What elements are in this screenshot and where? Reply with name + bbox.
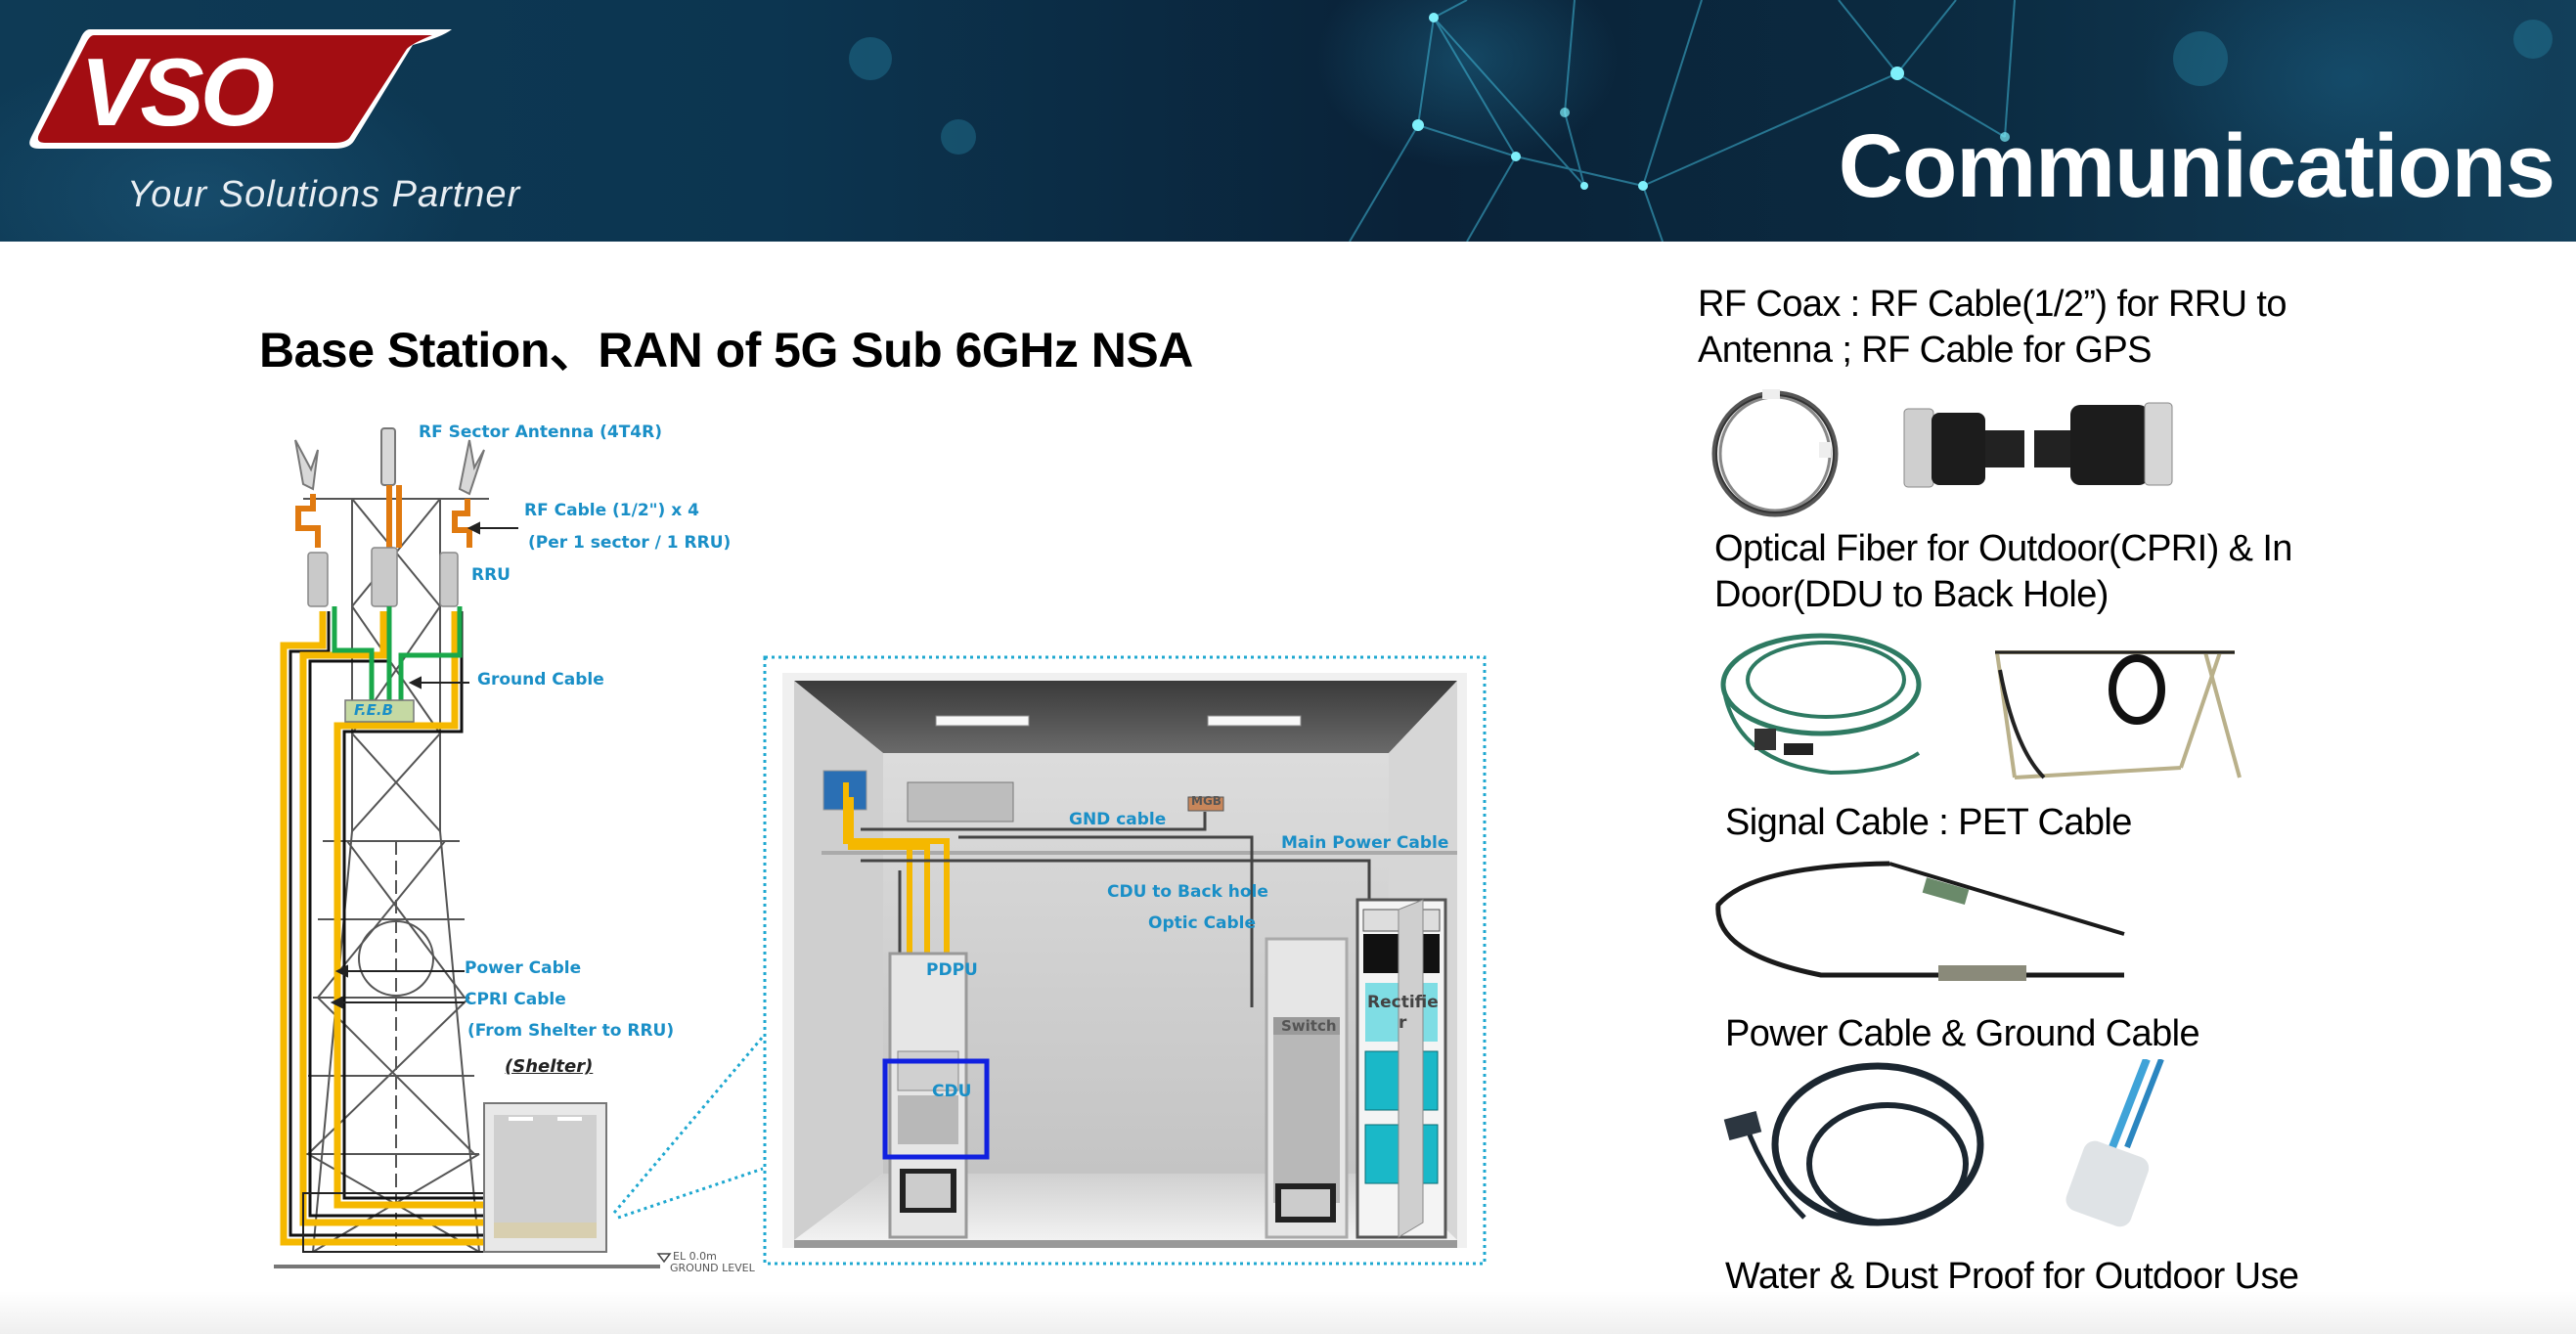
- label-cdu: CDU: [932, 1082, 972, 1101]
- signal-cable-heading: Signal Cable : PET Cable: [1725, 800, 2132, 846]
- label-rf-cable: RF Cable (1/2") x 4: [524, 501, 699, 520]
- optical-fiber-line1: Optical Fiber for Outdoor(CPRI) & In: [1714, 528, 2292, 569]
- optical-fiber-line2: Door(DDU to Back Hole): [1714, 574, 2109, 615]
- label-mgb: MGB: [1191, 794, 1221, 808]
- label-cdu-backhole: CDU to Back hole: [1107, 882, 1268, 902]
- fiber-rack-frame-image: [1995, 650, 2242, 779]
- label-ground-level: GROUND LEVEL: [670, 1262, 755, 1274]
- header-title: Communications: [1838, 116, 2555, 216]
- label-elevation: EL 0.0m: [673, 1250, 717, 1263]
- black-power-cable-image: [1723, 1062, 1984, 1226]
- network-lines-decoration: [849, 0, 2553, 242]
- vso-logo: VSO: [29, 29, 452, 149]
- label-rf-cable-note: (Per 1 sector / 1 RRU): [528, 533, 732, 553]
- coiled-coax-cable-image: [1711, 389, 1839, 517]
- svg-text:VSO: VSO: [80, 38, 274, 146]
- label-ground-cable: Ground Cable: [477, 670, 604, 689]
- label-rectifier: Rectifie: [1367, 993, 1439, 1012]
- label-feb: F.E.B: [354, 701, 394, 719]
- label-rf-sector-antenna: RF Sector Antenna (4T4R): [419, 422, 662, 442]
- tower-and-shelter-illustration: [274, 427, 1487, 1268]
- bottom-fade: [0, 1291, 2576, 1334]
- water-dust-proof-heading: Water & Dust Proof for Outdoor Use: [1725, 1254, 2299, 1300]
- label-gnd-cable: GND cable: [1069, 810, 1167, 829]
- rf-connector-pair-image: [1903, 402, 2173, 488]
- label-optic-cable: Optic Cable: [1148, 913, 1257, 933]
- rf-coax-heading: RF Coax : RF Cable(1/2”) for RRU to Ante…: [1698, 282, 2287, 374]
- label-cpri-cable: CPRI Cable: [465, 990, 566, 1009]
- label-pdpu: PDPU: [926, 960, 978, 980]
- label-switch: Switch: [1281, 1017, 1337, 1035]
- label-main-power-cable: Main Power Cable: [1281, 833, 1449, 853]
- signal-cable-line1: Signal Cable : PET Cable: [1725, 802, 2132, 843]
- water-dust-proof-line1: Water & Dust Proof for Outdoor Use: [1725, 1256, 2299, 1297]
- rf-coax-line1: RF Coax : RF Cable(1/2”) for RRU to: [1698, 284, 2287, 325]
- label-rru: RRU: [471, 565, 511, 585]
- slide-title: Base Station、RAN of 5G Sub 6GHz NSA: [259, 323, 1193, 378]
- base-station-diagram: RF Sector Antenna (4T4R) RF Cable (1/2")…: [274, 411, 1496, 1281]
- power-ground-heading: Power Cable & Ground Cable: [1725, 1011, 2200, 1057]
- label-shelter: (Shelter): [505, 1056, 594, 1077]
- power-ground-line1: Power Cable & Ground Cable: [1725, 1013, 2200, 1054]
- label-cpri-note: (From Shelter to RRU): [467, 1021, 675, 1041]
- green-fiber-cable-image: [1720, 633, 1922, 776]
- pet-signal-cable-image: [1715, 861, 2125, 981]
- optical-fiber-heading: Optical Fiber for Outdoor(CPRI) & In Doo…: [1714, 526, 2292, 618]
- blue-ground-cable-image: [2065, 1059, 2164, 1227]
- tagline: Your Solutions Partner: [127, 174, 521, 215]
- header-banner: VSO Your Solutions Partner Communication…: [0, 0, 2576, 242]
- label-power-cable: Power Cable: [465, 958, 582, 978]
- label-rectifier-r: r: [1399, 1013, 1407, 1033]
- rf-coax-line2: Antenna ; RF Cable for GPS: [1698, 330, 2152, 371]
